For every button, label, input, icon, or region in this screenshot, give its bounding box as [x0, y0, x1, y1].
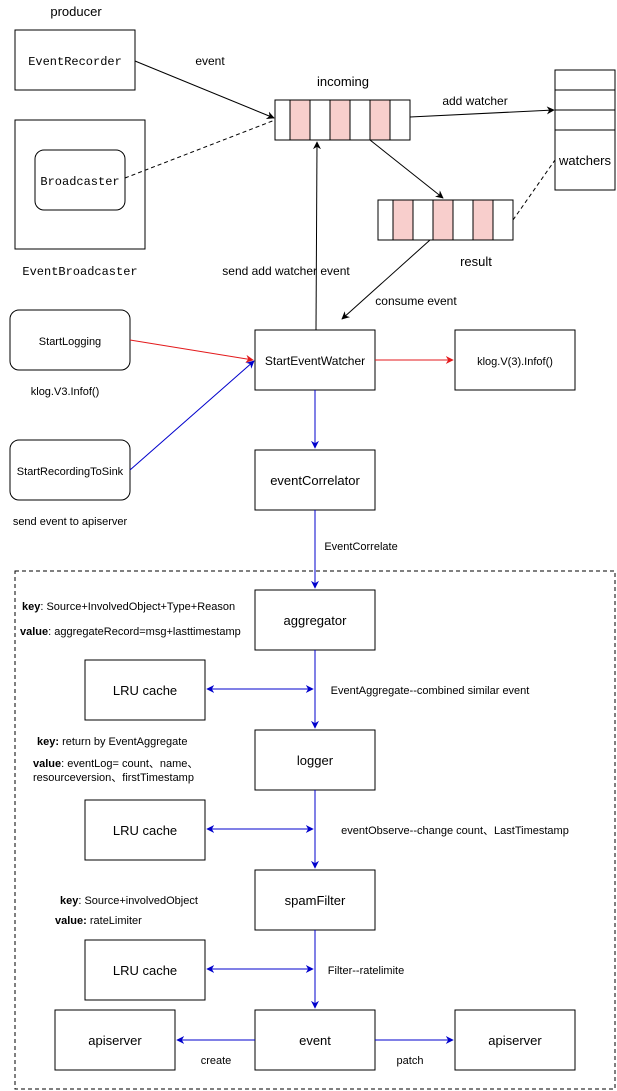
incoming-queue — [274, 99, 411, 141]
start-logging-node: StartLogging — [9, 309, 131, 371]
edge-incoming-result — [369, 139, 444, 199]
start-recording-to-sink-node: StartRecordingToSink — [9, 439, 131, 501]
event-recorder-label: EventRecorder — [28, 55, 122, 69]
logger-value-label: value — [33, 758, 61, 770]
start-event-watcher-label: StartEventWatcher — [265, 354, 365, 368]
watchers-label: watchers — [558, 153, 612, 168]
patch-label: patch — [397, 1055, 424, 1067]
event-correlate-label: EventCorrelate — [324, 541, 397, 553]
broadcaster-label: Broadcaster — [40, 175, 119, 189]
edge-send-add-watcher — [312, 141, 321, 331]
logger-key-text: key: return by EventAggregate — [37, 736, 187, 748]
logger-value-line2: resourceversion、firstTimestamp — [33, 772, 194, 784]
start-recording-to-sink-label: StartRecordingToSink — [17, 466, 124, 478]
spam-value-label: value: — [55, 915, 87, 927]
spam-filter-node: spamFilter — [254, 869, 376, 931]
aggregator-key-value: : Source+InvolvedObject+Type+Reason — [40, 601, 235, 613]
spam-key-text: key: Source+involvedObject — [60, 895, 198, 907]
klog-v3-out-label: klog.V(3).Infof() — [477, 356, 553, 368]
watchers-node: watchers — [554, 69, 616, 191]
aggregator-value-value: : aggregateRecord=msg+lasttimestamp — [48, 626, 241, 638]
edge-broadcaster-incoming — [124, 119, 276, 179]
edge-result-watchers — [512, 159, 556, 221]
send-add-watcher-label: send add watcher event — [222, 264, 350, 278]
event-broadcaster-node: Broadcaster — [14, 119, 146, 250]
apiserver-right-node: apiserver — [454, 1009, 576, 1071]
event-node-label: event — [299, 1033, 331, 1048]
result-label: result — [460, 254, 492, 269]
aggregator-node: aggregator — [254, 589, 376, 651]
apiserver-left-label: apiserver — [88, 1033, 142, 1048]
aggregator-value-label: value — [20, 626, 48, 638]
logger-value-value: : eventLog= count、name、 — [61, 758, 198, 770]
logger-label: logger — [297, 753, 334, 768]
klog-v3-label: klog.V3.Infof() — [31, 386, 99, 398]
aggregator-value-text: value: aggregateRecord=msg+lasttimestamp — [20, 626, 241, 638]
event-correlator-node: eventCorrelator — [254, 449, 376, 511]
event-aggregate-label: EventAggregate--combined similar event — [331, 685, 530, 697]
event-recorder-node: EventRecorder — [14, 29, 136, 91]
lru-cache-2-node: LRU cache — [84, 799, 206, 861]
correlator-container — [14, 570, 616, 1090]
producer-label: producer — [50, 4, 102, 19]
edge-event — [134, 60, 275, 119]
event-node: event — [254, 1009, 376, 1071]
logger-key-label: key: — [37, 736, 59, 748]
logger-key-value: return by EventAggregate — [59, 736, 187, 748]
logger-value-text: value: eventLog= count、name、 — [33, 758, 198, 770]
result-queue — [377, 199, 514, 241]
create-label: create — [201, 1055, 232, 1067]
edge-event-label: event — [195, 54, 225, 68]
send-event-to-apiserver-label: send event to apiserver — [13, 516, 128, 528]
start-logging-label: StartLogging — [39, 336, 101, 348]
apiserver-right-label: apiserver — [488, 1033, 542, 1048]
incoming-label: incoming — [317, 74, 369, 89]
edge-start-recording — [129, 360, 255, 471]
spam-value-value: rateLimiter — [87, 915, 142, 927]
add-watcher-label: add watcher — [442, 94, 507, 108]
apiserver-left-node: apiserver — [54, 1009, 176, 1071]
lru-cache-1-label: LRU cache — [113, 683, 177, 698]
filter-ratelimite-label: Filter--ratelimite — [328, 965, 404, 977]
event-broadcaster-label: EventBroadcaster — [22, 265, 137, 279]
event-observe-label: eventObserve--change count、LastTimestamp — [341, 825, 569, 837]
spam-filter-label: spamFilter — [285, 893, 346, 908]
lru-cache-3-label: LRU cache — [113, 963, 177, 978]
edge-start-logging — [129, 339, 254, 363]
lru-cache-3-node: LRU cache — [84, 939, 206, 1001]
event-correlator-label: eventCorrelator — [270, 473, 360, 488]
start-event-watcher-node: StartEventWatcher — [254, 329, 376, 391]
consume-event-label: consume event — [375, 294, 457, 308]
lru-cache-1-node: LRU cache — [84, 659, 206, 721]
lru-cache-2-label: LRU cache — [113, 823, 177, 838]
aggregator-key-label: key — [22, 601, 41, 613]
spam-key-value: : Source+involvedObject — [78, 895, 198, 907]
spam-value-text: value: rateLimiter — [55, 915, 142, 927]
aggregator-label: aggregator — [284, 613, 348, 628]
logger-node: logger — [254, 729, 376, 791]
edge-add-watcher — [409, 106, 555, 118]
edge-consume-event — [341, 239, 431, 320]
spam-key-label: key — [60, 895, 79, 907]
klog-v3-out-node: klog.V(3).Infof() — [454, 329, 576, 391]
aggregator-key-text: key: Source+InvolvedObject+Type+Reason — [22, 601, 235, 613]
